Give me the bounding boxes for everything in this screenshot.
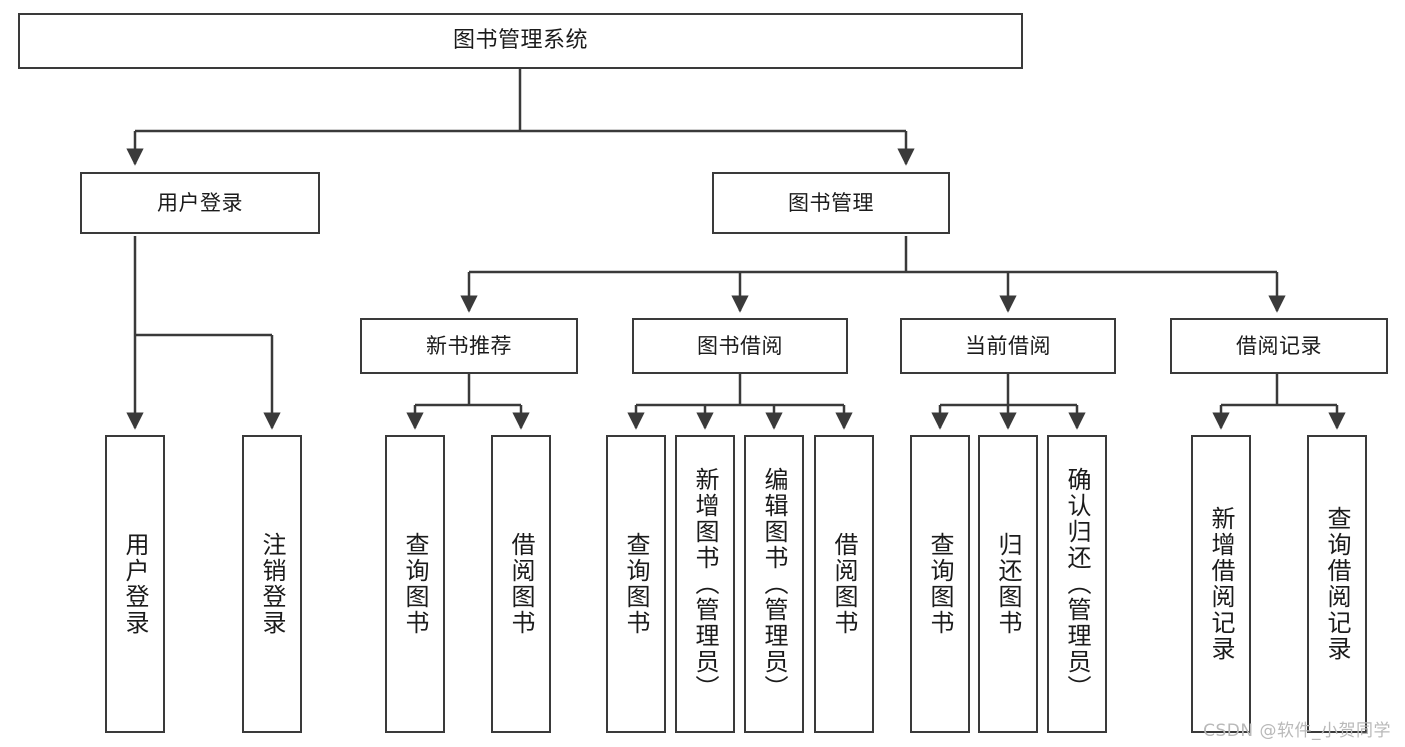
leaf-confirm-return[interactable]: 确认归还（管理员） — [1047, 435, 1107, 733]
node-new-book-recommend-label: 新书推荐 — [426, 333, 512, 358]
leaf-borrow-book-2-label: 借阅图书 — [830, 532, 858, 636]
node-root-label: 图书管理系统 — [452, 28, 588, 54]
leaf-query-book-3-label: 查询图书 — [926, 532, 954, 636]
leaf-add-record[interactable]: 新增借阅记录 — [1191, 435, 1251, 733]
node-book-borrow[interactable]: 图书借阅 — [632, 318, 848, 374]
node-new-book-recommend[interactable]: 新书推荐 — [360, 318, 578, 374]
node-book-manage[interactable]: 图书管理 — [712, 172, 950, 234]
leaf-return-book[interactable]: 归还图书 — [978, 435, 1038, 733]
node-current-borrow[interactable]: 当前借阅 — [900, 318, 1116, 374]
leaf-confirm-return-label: 确认归还（管理员） — [1063, 467, 1091, 701]
leaf-add-book-label: 新增图书（管理员） — [691, 467, 719, 701]
leaf-return-book-label: 归还图书 — [994, 532, 1022, 636]
node-user-login[interactable]: 用户登录 — [80, 172, 320, 234]
leaf-query-book-3[interactable]: 查询图书 — [910, 435, 970, 733]
leaf-query-record[interactable]: 查询借阅记录 — [1307, 435, 1367, 733]
csdn-watermark: CSDN @软件_小贺同学 — [1203, 721, 1391, 741]
leaf-add-book[interactable]: 新增图书（管理员） — [675, 435, 735, 733]
leaf-borrow-book-2[interactable]: 借阅图书 — [814, 435, 874, 733]
leaf-borrow-book-1-label: 借阅图书 — [507, 532, 535, 636]
node-borrow-record[interactable]: 借阅记录 — [1170, 318, 1388, 374]
node-current-borrow-label: 当前借阅 — [965, 333, 1051, 358]
leaf-user-login-label: 用户登录 — [121, 532, 149, 636]
leaf-user-login[interactable]: 用户登录 — [105, 435, 165, 733]
leaf-edit-book-label: 编辑图书（管理员） — [760, 467, 788, 701]
node-book-manage-label: 图书管理 — [788, 190, 874, 215]
leaf-query-book-2[interactable]: 查询图书 — [606, 435, 666, 733]
leaf-borrow-book-1[interactable]: 借阅图书 — [491, 435, 551, 733]
leaf-edit-book[interactable]: 编辑图书（管理员） — [744, 435, 804, 733]
leaf-query-record-label: 查询借阅记录 — [1323, 506, 1351, 662]
leaf-logout-login[interactable]: 注销登录 — [242, 435, 302, 733]
leaf-add-record-label: 新增借阅记录 — [1207, 506, 1235, 662]
leaf-query-book-1-label: 查询图书 — [401, 532, 429, 636]
leaf-query-book-1[interactable]: 查询图书 — [385, 435, 445, 733]
leaf-query-book-2-label: 查询图书 — [622, 532, 650, 636]
leaf-logout-login-label: 注销登录 — [258, 532, 286, 636]
node-book-borrow-label: 图书借阅 — [697, 333, 783, 358]
node-user-login-label: 用户登录 — [157, 190, 243, 215]
node-root[interactable]: 图书管理系统 — [18, 13, 1023, 69]
node-borrow-record-label: 借阅记录 — [1236, 333, 1322, 358]
